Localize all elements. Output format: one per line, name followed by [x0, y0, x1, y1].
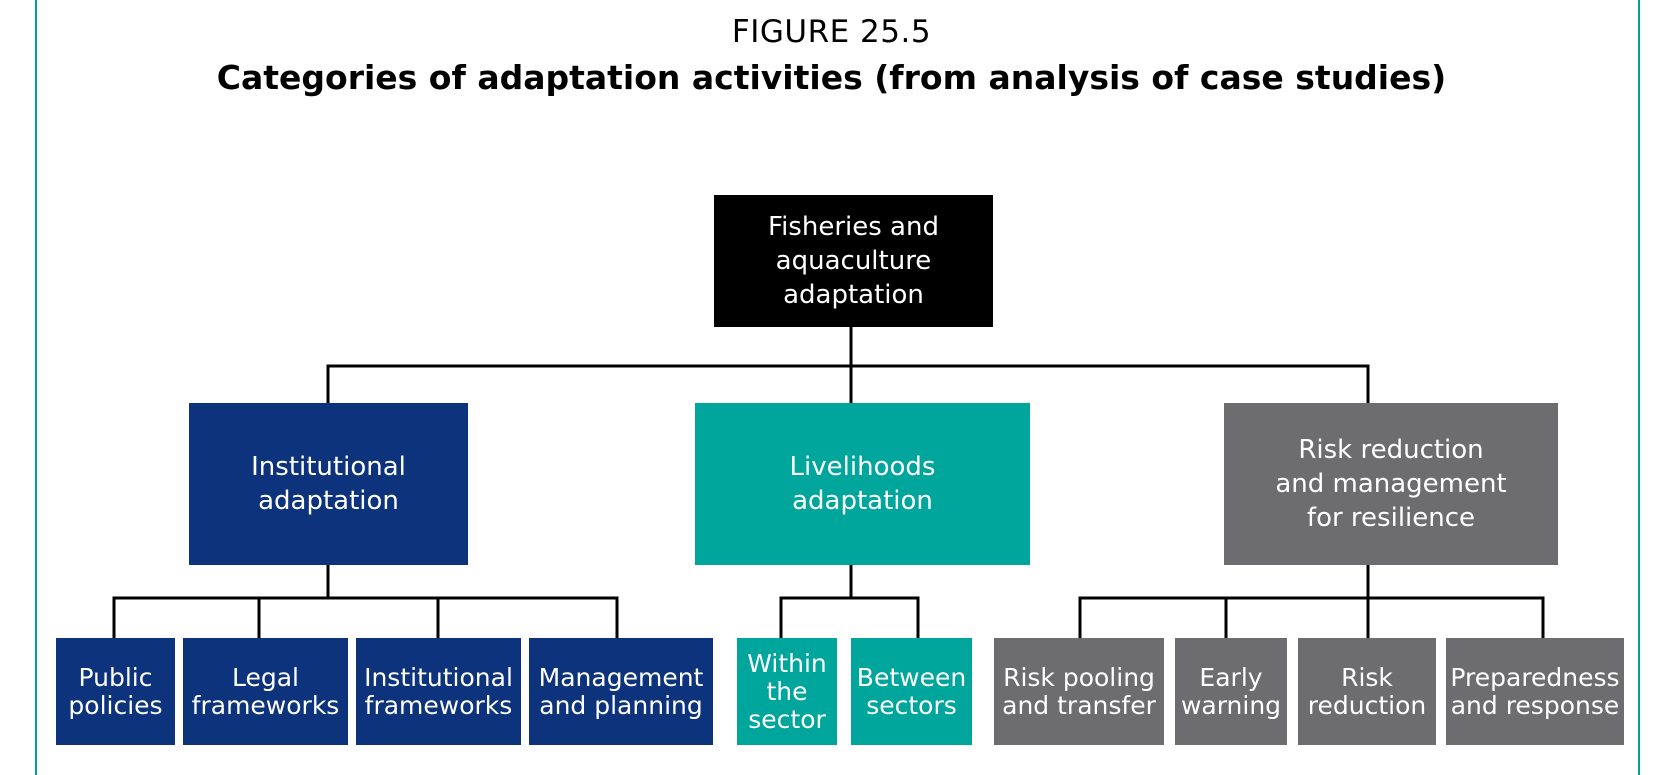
category-risk: Risk reduction and management for resili… [1224, 403, 1558, 565]
leaf-risk-pooling-label: Risk pooling and transfer [1002, 662, 1156, 720]
root-node: Fisheries and aquaculture adaptation [714, 195, 993, 327]
frame-right-border [1638, 0, 1640, 775]
category-risk-label: Risk reduction and management for resili… [1275, 435, 1507, 533]
leaf-risk-reduction-label: Risk reduction [1307, 662, 1427, 720]
leaf-preparedness-response: Preparedness and response [1446, 638, 1624, 745]
category-livelihoods: Livelihoods adaptation [695, 403, 1030, 565]
category-institutional-label: Institutional adaptation [251, 452, 406, 516]
leaf-risk-pooling: Risk pooling and transfer [994, 638, 1164, 745]
leaf-early-warning: Early warning [1175, 638, 1287, 745]
leaf-legal-frameworks: Legal frameworks [183, 638, 348, 745]
frame-left-border [35, 0, 37, 775]
root-node-label: Fisheries and aquaculture adaptation [768, 212, 939, 310]
leaf-preparedness-response-label: Preparedness and response [1450, 662, 1620, 720]
leaf-public-policies-label: Public policies [68, 662, 163, 720]
category-institutional: Institutional adaptation [189, 403, 468, 565]
leaf-institutional-frameworks: Institutional frameworks [356, 638, 521, 745]
leaf-within-sector-label: Within the sector [747, 648, 827, 734]
leaf-public-policies: Public policies [56, 638, 175, 745]
category-livelihoods-label: Livelihoods adaptation [789, 452, 936, 516]
leaf-within-sector: Within the sector [737, 638, 837, 745]
figure-title: Categories of adaptation activities (fro… [216, 58, 1447, 97]
leaf-management-planning: Management and planning [529, 638, 713, 745]
leaf-between-sectors-label: Between sectors [856, 662, 967, 720]
leaf-legal-frameworks-label: Legal frameworks [191, 662, 340, 720]
leaf-between-sectors: Between sectors [851, 638, 972, 745]
leaf-early-warning-label: Early warning [1180, 662, 1282, 720]
leaf-management-planning-label: Management and planning [538, 662, 704, 720]
figure-label: FIGURE 25.5 [731, 14, 932, 50]
leaf-institutional-frameworks-label: Institutional frameworks [364, 662, 513, 720]
leaf-risk-reduction: Risk reduction [1298, 638, 1436, 745]
